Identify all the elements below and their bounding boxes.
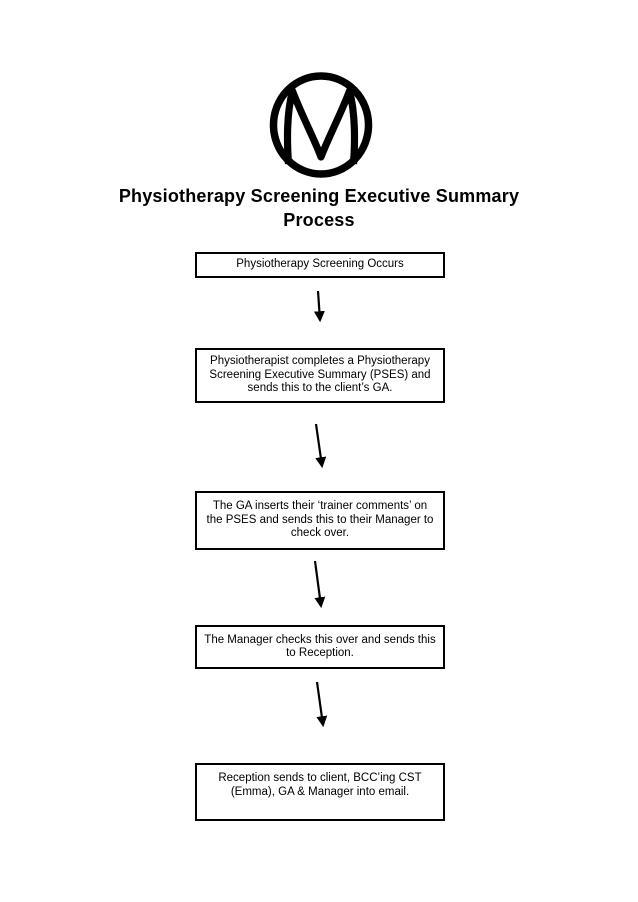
flow-step-ga-trainer-comments: The GA inserts their ‘trainer comments’ …: [195, 491, 445, 550]
flow-arrow-4: [315, 681, 328, 728]
m-logo-icon: [266, 70, 376, 180]
flow-step-screening-occurs: Physiotherapy Screening Occurs: [195, 252, 445, 278]
flow-arrow-2: [314, 423, 327, 469]
flow-step-manager-checks: The Manager checks this over and sends t…: [195, 625, 445, 669]
flow-arrow-1: [313, 290, 325, 323]
m-logo-svg: [269, 72, 373, 178]
flow-step-label: The GA inserts their ‘trainer comments’ …: [206, 500, 434, 540]
flow-step-physio-completes-pses: Physiotherapist completes a Physiotherap…: [195, 348, 445, 403]
flow-step-label: Physiotherapist completes a Physiotherap…: [209, 355, 431, 395]
flow-step-reception-sends: Reception sends to client, BCC’ing CST (…: [195, 763, 445, 821]
flow-step-label: The Manager checks this over and sends t…: [204, 633, 436, 660]
flow-arrow-3: [313, 560, 326, 609]
flow-step-label: Reception sends to client, BCC’ing CST (…: [218, 772, 422, 798]
flow-step-label: Physiotherapy Screening Occurs: [236, 258, 404, 271]
page-title: Physiotherapy Screening Executive Summar…: [0, 184, 638, 232]
page-title-text: Physiotherapy Screening Executive Summar…: [118, 186, 520, 230]
